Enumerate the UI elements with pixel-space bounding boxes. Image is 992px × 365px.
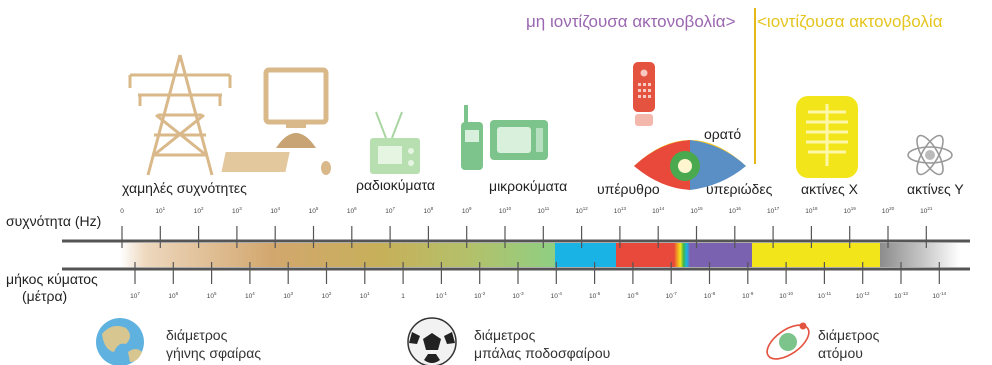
microwave-oven-icon <box>490 120 548 160</box>
atom-diameter-line1: διάμετρος <box>818 327 880 343</box>
scale-examples-icons <box>96 317 810 365</box>
atom-diameter-line2: ατόμου <box>818 345 863 361</box>
frequency-tick-label: 1019 <box>844 206 857 215</box>
wavelength-tick-label: 10-2 <box>474 291 486 300</box>
wavelength-tick-label: 10-4 <box>551 291 563 300</box>
wavelength-axis-label-line1: μήκος κύματος <box>6 271 98 287</box>
frequency-tick-label: 1011 <box>537 206 549 215</box>
eye-icon <box>634 140 746 190</box>
band-low-to-microwave <box>120 243 555 267</box>
frequency-tick-label: 1016 <box>729 206 742 215</box>
wavelength-tick-label: 10-5 <box>589 291 601 300</box>
frequency-tick-label: 1010 <box>499 206 512 215</box>
frequency-tick-label: 105 <box>309 206 319 215</box>
wavelength-tick-label: 103 <box>283 291 293 300</box>
label-ultraviolet: υπεριώδες <box>706 181 773 197</box>
earth-diameter-line1: διάμετρος <box>166 327 228 343</box>
frequency-tick-label: 0 <box>120 208 124 215</box>
radio-icon <box>370 111 420 174</box>
wavelength-ticks: 107 106 105 104 103 102 101 1 10-1 10-2 10-3 10-4 10… <box>130 262 947 300</box>
label-visible: ορατό <box>704 126 742 142</box>
frequency-tick-label: 1017 <box>767 206 780 215</box>
wavelength-axis-label: μήκος κύματος (μέτρα) <box>6 271 98 305</box>
wavelength-tick-label: 10-1 <box>436 291 448 300</box>
wavelength-axis-label-line2: (μέτρα) <box>22 288 68 304</box>
label-low-frequency: χαμηλές συχνότητες <box>122 180 247 196</box>
wavelength-tick-label: 10-6 <box>627 291 639 300</box>
xray-icon <box>796 96 858 178</box>
frequency-tick-label: 1012 <box>575 206 588 215</box>
non-ionizing-heading: μη ιοντίζουσα ακτονοβολία> <box>526 12 736 31</box>
wavelength-tick-label: 10-9 <box>742 291 754 300</box>
frequency-tick-label: 109 <box>462 206 472 215</box>
wavelength-tick-label: 10-13 <box>894 291 908 300</box>
frequency-tick-label: 106 <box>347 206 357 215</box>
wavelength-tick-label: 105 <box>207 291 217 300</box>
wavelength-tick-label: 1 <box>401 293 405 300</box>
earth-globe-icon <box>96 318 144 365</box>
wavelength-tick-label: 10-3 <box>512 291 524 300</box>
wavelength-tick-label: 10-8 <box>704 291 716 300</box>
remote-control-icon <box>633 62 655 126</box>
band-infrared <box>616 243 674 267</box>
frequency-tick-label: 108 <box>424 206 434 215</box>
atom-gamma-icon <box>907 134 953 176</box>
frequency-ticks: 0 101 102 103 104 105 106 107 108 109 1010 1011 1012… <box>120 206 933 248</box>
football-icon <box>407 317 457 365</box>
frequency-tick-label: 101 <box>155 206 165 215</box>
wavelength-tick-label: 10-12 <box>856 291 870 300</box>
frequency-tick-label: 1021 <box>920 206 933 215</box>
football-diameter-label: διάμετρος μπάλας ποδοσφαίρου <box>474 326 610 362</box>
label-gamma-rays: ακτίνες Υ <box>907 181 964 197</box>
atom-icon <box>766 322 810 360</box>
band-far-infrared <box>555 243 616 267</box>
wavelength-tick-label: 10-10 <box>779 291 793 300</box>
frequency-tick-label: 1015 <box>690 206 703 215</box>
computer-icon <box>221 67 331 175</box>
band-gamma <box>880 243 960 267</box>
wavelength-tick-label: 106 <box>168 291 178 300</box>
frequency-tick-label: 1013 <box>614 206 627 215</box>
band-visible <box>674 243 690 267</box>
wavelength-tick-label: 10-14 <box>932 291 946 300</box>
frequency-tick-label: 1018 <box>805 206 818 215</box>
frequency-tick-label: 1014 <box>652 206 665 215</box>
label-microwaves: μικροκύματα <box>489 178 568 194</box>
football-diameter-line1: διάμετρος <box>474 327 536 343</box>
wavelength-tick-label: 10-11 <box>818 291 832 300</box>
power-pylon-icon <box>128 54 232 176</box>
spectrum-band <box>120 243 960 267</box>
frequency-tick-label: 1020 <box>882 206 895 215</box>
band-xray <box>752 243 880 267</box>
band-ultraviolet <box>690 243 752 267</box>
wavelength-tick-label: 10-7 <box>666 291 678 300</box>
frequency-tick-label: 107 <box>385 206 395 215</box>
earth-diameter-label: διάμετρος γήινης σφαίρας <box>166 326 261 362</box>
wavelength-tick-label: 101 <box>360 291 370 300</box>
label-xrays: ακτίνες Χ <box>801 181 858 197</box>
wavelength-tick-label: 102 <box>322 291 332 300</box>
football-diameter-line2: μπάλας ποδοσφαίρου <box>474 345 611 361</box>
frequency-tick-label: 102 <box>194 206 204 215</box>
mobile-phone-icon <box>461 105 483 170</box>
frequency-tick-label: 104 <box>270 206 280 215</box>
ionizing-divider-line <box>754 8 756 164</box>
earth-diameter-line2: γήινης σφαίρας <box>166 345 262 361</box>
ionizing-heading: <ιοντίζουσα ακτονοβολία <box>757 12 943 31</box>
wavelength-tick-label: 104 <box>245 291 255 300</box>
wavelength-tick-label: 107 <box>130 291 140 300</box>
label-radio-waves: ραδιοκύματα <box>356 177 435 193</box>
icons-layer <box>128 54 953 190</box>
frequency-axis-label: συχνότητα (Hz) <box>6 213 102 229</box>
frequency-tick-label: 103 <box>232 206 242 215</box>
label-infrared: υπέρυθρο <box>597 181 660 197</box>
atom-diameter-label: διάμετρος ατόμου <box>818 326 879 362</box>
